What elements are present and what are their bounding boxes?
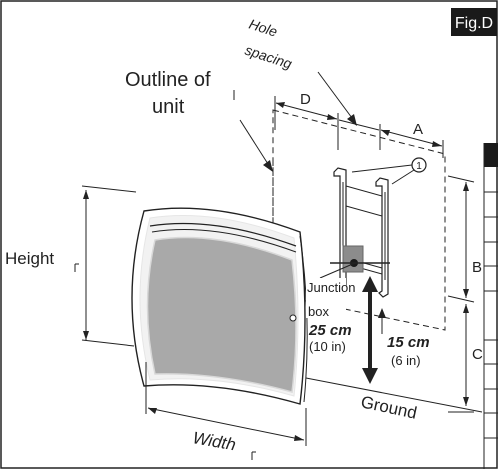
hole-spacing-arrowhead (347, 114, 357, 126)
dim-c-label: C (472, 346, 483, 363)
measure-10in: (10 in) (309, 339, 346, 354)
hole-spacing-label-2: spacing (243, 42, 294, 72)
dim-a-line (380, 129, 443, 147)
outline-leader (239, 119, 269, 165)
arrow-25cm-head-bottom (362, 368, 378, 384)
measure-6in: (6 in) (391, 353, 421, 368)
wall-bracket-right (375, 177, 389, 298)
outline-label-1: Outline of (125, 69, 211, 91)
fig-tag (451, 8, 497, 36)
arrow-25cm-head-top (362, 276, 378, 292)
dim-width-line (147, 407, 305, 441)
hole-spacing-leader (317, 71, 353, 119)
width-label: Width (191, 428, 237, 454)
heater-control-knob (289, 314, 297, 322)
fig-tag-label: Fig.D (455, 15, 493, 32)
side-table (483, 143, 498, 469)
dim-d-label: D (300, 91, 311, 108)
measure-15cm: 15 cm (387, 334, 430, 351)
callout-leader-left (351, 164, 413, 173)
outline-arrowhead (263, 160, 273, 172)
junction-leader (319, 262, 356, 279)
bracket-crossbar-top (345, 185, 383, 197)
junction-label-2: box (308, 304, 329, 319)
junction-box (342, 245, 364, 273)
callout-label: 1 (416, 161, 422, 172)
bracket-crossbar-mid (345, 205, 383, 217)
height-label: Height (5, 249, 54, 268)
hole-spacing-label-1: Hole (247, 16, 280, 40)
junction-label-1: Junction (307, 280, 355, 295)
measure-25cm: 25 cm (308, 322, 352, 339)
heater-unit (131, 207, 308, 405)
dim-b-label: B (472, 259, 482, 276)
ground-line (305, 377, 483, 413)
dim-hole-line (338, 119, 380, 131)
heater-panel (146, 236, 297, 393)
ground-label: Ground (359, 392, 418, 422)
dim-d-line (275, 102, 338, 120)
outline-label-2: unit (152, 96, 185, 118)
callout-leader-right (391, 169, 415, 185)
dim-a-label: A (413, 121, 423, 138)
